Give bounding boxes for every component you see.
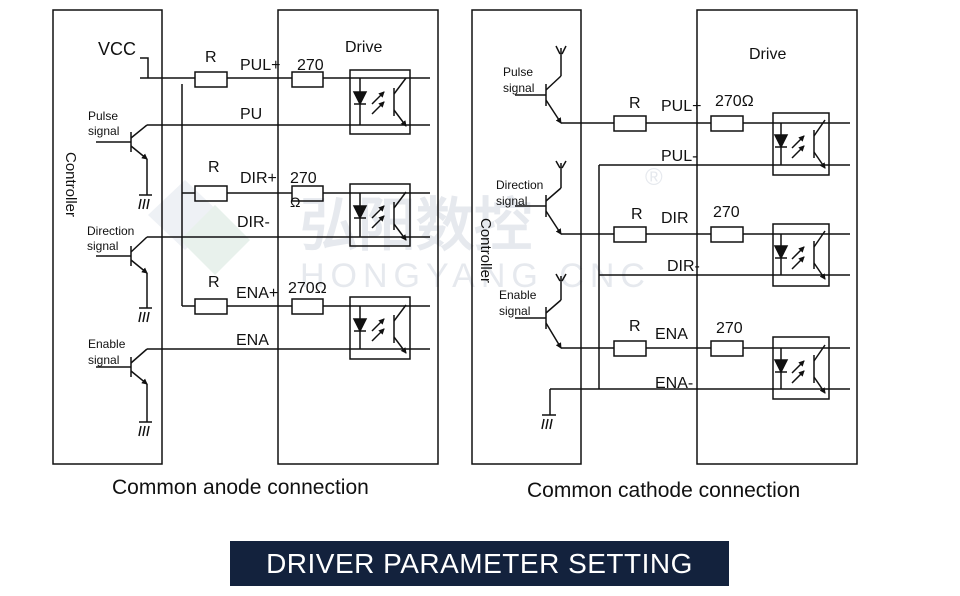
cathode-transistor-direction — [515, 160, 567, 235]
anode-r-label-dir: R — [208, 159, 220, 176]
cathode-resistor-270-dir — [710, 226, 744, 243]
anode-pul-minus-label: PU — [240, 106, 262, 123]
watermark: 弘阳数控 HONGYANG CNC ® — [148, 164, 663, 295]
cathode-controller-label: Controller — [477, 218, 494, 283]
anode-r-label-pul: R — [205, 49, 217, 66]
anode-resistor-270-dir — [291, 185, 324, 202]
anode-diagram — [52, 9, 439, 465]
cathode-dir-plus-label: DIR — [661, 210, 689, 227]
anode-pulse-signal-line1: Pulse — [88, 109, 118, 123]
cathode-resistor-r-dir — [613, 226, 647, 243]
cathode-resistor-r-ena — [613, 340, 647, 357]
cathode-transistor-pulse — [515, 45, 567, 124]
banner-title: DRIVER PARAMETER SETTING — [266, 547, 693, 579]
cathode-dir-res-label: 270 — [713, 204, 740, 221]
anode-transistor-pulse — [96, 124, 430, 210]
anode-ena-minus-label: ENA — [236, 332, 269, 349]
anode-pulse-signal-line2: signal — [88, 124, 119, 138]
anode-labels: Controller Drive VCC Pulse signal Direct… — [62, 39, 382, 367]
anode-direction-signal-line2: signal — [87, 239, 118, 253]
anode-caption: Common anode connection — [112, 476, 369, 499]
anode-vcc-label: VCC — [98, 39, 136, 59]
anode-controller-label: Controller — [62, 152, 79, 217]
anode-resistor-r-pul — [194, 71, 228, 88]
cathode-caption: Common cathode connection — [527, 479, 801, 502]
anode-enable-signal-line1: Enable — [88, 337, 126, 351]
anode-optocoupler-ena — [349, 296, 411, 360]
cathode-resistor-270-ena — [710, 340, 744, 357]
anode-resistor-270-pul — [291, 71, 324, 88]
cathode-resistor-270-pul — [710, 115, 744, 132]
anode-resistor-270-ena — [291, 298, 324, 315]
anode-transistor-direction — [96, 236, 430, 323]
anode-enable-signal-line2: signal — [88, 353, 119, 367]
cathode-enable-signal-line2: signal — [499, 304, 530, 318]
cathode-pulse-signal-line1: Pulse — [503, 65, 533, 79]
anode-dir-minus-label: DIR- — [237, 214, 270, 231]
cathode-labels: Controller Drive Pulse signal Direction … — [477, 46, 786, 392]
watermark-mark: ® — [645, 164, 663, 191]
cathode-dir-minus-label: DIR- — [667, 258, 700, 275]
cathode-optocoupler-dir — [772, 223, 830, 287]
cathode-pul-plus-label: PUL+ — [661, 98, 701, 115]
cathode-r-label-ena: R — [629, 318, 641, 335]
anode-resistor-r-ena — [194, 298, 228, 315]
anode-dir-res-unit: Ω — [290, 194, 300, 210]
anode-ena-plus-label: ENA+ — [236, 285, 278, 302]
banner: DRIVER PARAMETER SETTING — [230, 541, 729, 586]
cathode-controller-box — [471, 9, 582, 465]
cathode-resistor-r-pul — [613, 115, 647, 132]
cathode-ena-minus-label: ENA- — [655, 375, 693, 392]
cathode-direction-signal-line1: Direction — [496, 178, 543, 192]
cathode-pul-res-label: 270Ω — [715, 93, 754, 110]
cathode-enable-signal-line1: Enable — [499, 288, 537, 302]
cathode-diagram — [471, 9, 858, 465]
watermark-cn: 弘阳数控 — [300, 193, 532, 258]
anode-optocoupler-dir — [349, 183, 411, 247]
cathode-pul-minus-label: PUL- — [661, 148, 697, 165]
cathode-pulse-signal-line2: signal — [503, 81, 534, 95]
anode-resistor-r-dir — [194, 185, 228, 202]
cathode-transistor-enable — [515, 273, 567, 349]
cathode-direction-signal-line2: signal — [496, 194, 527, 208]
anode-pul-plus-label: PUL+ — [240, 57, 280, 74]
anode-r-label-ena: R — [208, 274, 220, 291]
anode-pul-res-label: 270 — [297, 57, 324, 74]
cathode-r-label-dir: R — [631, 206, 643, 223]
cathode-optocoupler-pul — [772, 112, 830, 176]
anode-direction-signal-line1: Direction — [87, 224, 134, 238]
anode-dir-plus-label: DIR+ — [240, 170, 277, 187]
cathode-optocoupler-ena — [772, 336, 830, 400]
cathode-ena-res-label: 270 — [716, 320, 743, 337]
cathode-drive-label: Drive — [749, 46, 786, 63]
anode-optocoupler-pul — [349, 69, 411, 135]
anode-dir-res-label: 270 — [290, 170, 317, 187]
cathode-r-label-pul: R — [629, 95, 641, 112]
anode-transistor-enable — [96, 348, 430, 437]
cathode-ena-plus-label: ENA — [655, 326, 688, 343]
anode-ena-res-label: 270Ω — [288, 280, 327, 297]
cathode-drive-box — [696, 9, 858, 465]
anode-drive-label: Drive — [345, 39, 382, 56]
